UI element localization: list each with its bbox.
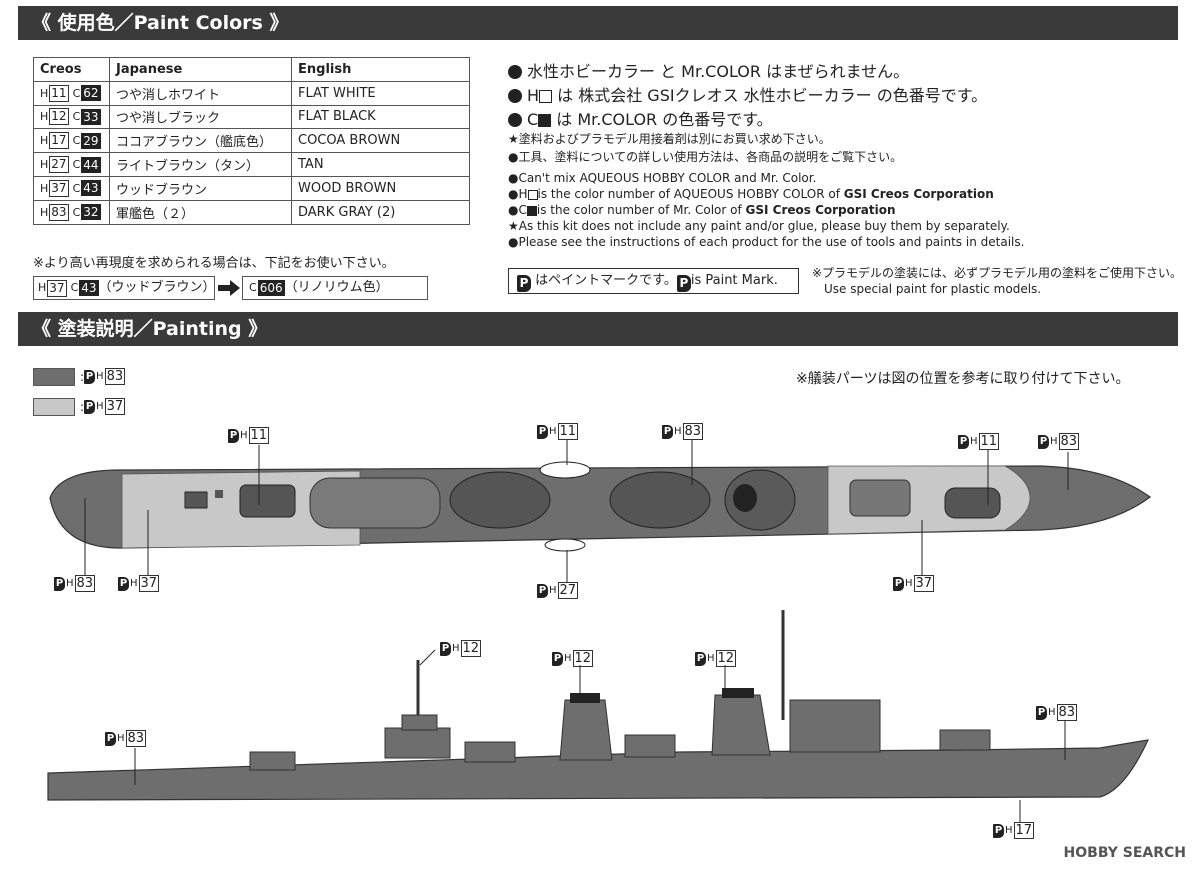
- paint-mark-icon: P: [676, 275, 691, 292]
- section-header-painting: 《 塗装説明／Painting 》: [18, 312, 1178, 346]
- bullet-icon: [508, 113, 522, 127]
- legend-swatch-light: [33, 398, 75, 416]
- note-en-5: ●Please see the instructions of each pro…: [508, 235, 1025, 249]
- paint-mark-icon: P: [517, 275, 531, 292]
- color-name-jp: ライトブラウン（タン）: [109, 152, 292, 177]
- note-jp-3: C は Mr.COLOR の色番号です。: [508, 106, 773, 130]
- legend-swatch-dark: [33, 368, 75, 386]
- color-name-jp: ウッドブラウン: [109, 175, 292, 201]
- empty-square-icon: [539, 90, 553, 103]
- footer-watermark: HOBBY SEARCH: [1063, 845, 1186, 861]
- note-en-1: ●Can't mix AQUEOUS HOBBY COLOR and Mr. C…: [508, 171, 817, 185]
- color-name-jp: つや消しブラック: [109, 104, 292, 130]
- note-jp-5: ●工具、塗料についての詳しい使用方法は、各商品の説明をご覧下さい。: [508, 150, 903, 164]
- color-name-en: WOOD BROWN: [291, 175, 470, 201]
- plastic-note-jp: ※プラモデルの塗装には、必ずプラモデル用の塗料をご使用下さい。: [812, 266, 1183, 280]
- note-jp-4: ★塗料およびプラモデル用接着剤は別にお買い求め下さい。: [508, 132, 831, 146]
- bullet-icon: [508, 89, 522, 103]
- note-jp-2: H は 株式会社 GSIクレオス 水性ホビーカラー の色番号です。: [508, 82, 987, 106]
- color-name-jp: ココアブラウン（艦底色）: [109, 128, 292, 154]
- bullet-icon: [508, 65, 522, 79]
- color-name-en: TAN: [291, 152, 470, 177]
- plastic-note-en: Use special paint for plastic models.: [824, 282, 1042, 296]
- color-name-jp: つや消しホワイト: [109, 80, 292, 106]
- fitting-note: ※艤装パーツは図の位置を参考に取り付けて下さい。: [796, 371, 1130, 387]
- note-en-4: ★As this kit does not include any paint …: [508, 219, 1010, 233]
- filled-square-icon: [526, 206, 537, 216]
- arrow-right-icon: [218, 280, 240, 296]
- section-header-paint-colors: 《 使用色／Paint Colors 》: [18, 6, 1178, 40]
- color-name-jp: 軍艦色（２）: [109, 199, 292, 225]
- note-jp-1: 水性ホビーカラー と Mr.COLOR はまぜられません。: [508, 58, 909, 82]
- color-name-en: COCOA BROWN: [291, 128, 470, 154]
- upgrade-note: ※より高い再現度を求められる場合は、下記をお使い下さい。: [33, 256, 395, 271]
- empty-square-icon: [527, 190, 538, 200]
- filled-square-icon: [538, 114, 552, 127]
- color-name-en: DARK GRAY (2): [291, 199, 470, 225]
